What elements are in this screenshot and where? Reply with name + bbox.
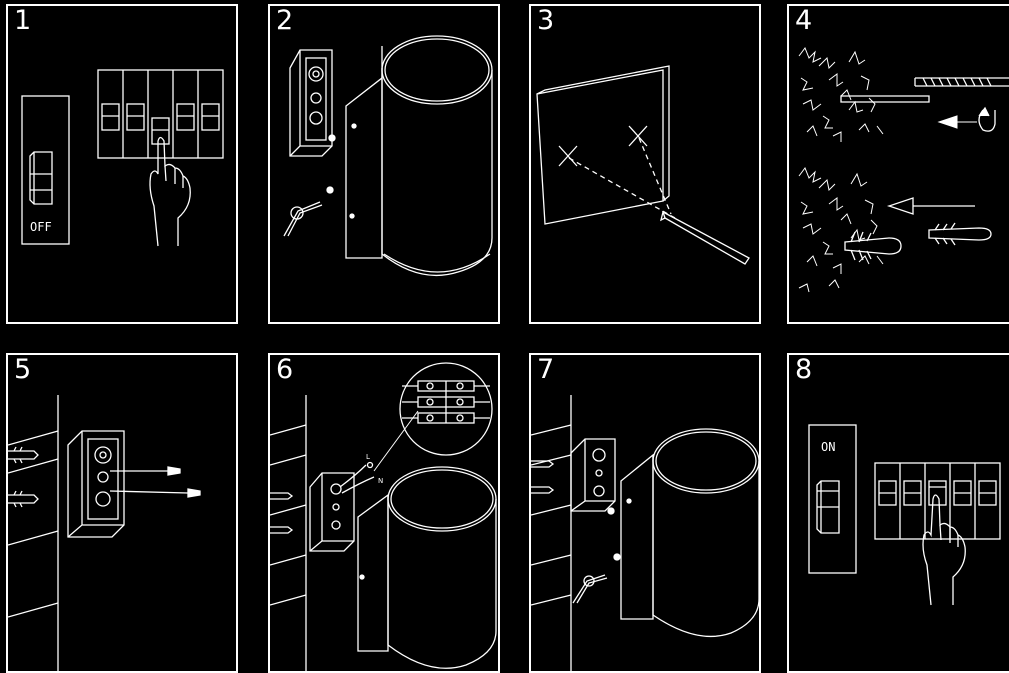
step-7-panel: 7 [529, 353, 761, 673]
hand-icon [923, 495, 965, 605]
wall-edge-icon [8, 395, 58, 671]
power-on-illustration: ON [789, 355, 1009, 671]
terminal-block-detail-icon [400, 363, 492, 455]
step-5-panel: 5 [6, 353, 238, 673]
neutral-wire-label: N [378, 477, 383, 485]
breaker-panel-icon [875, 463, 1000, 539]
wire-icon [340, 465, 374, 493]
mark-holes-illustration [531, 6, 759, 322]
mounting-bracket-icon [571, 439, 615, 511]
wall-plate-icon [537, 66, 669, 224]
arrow-left-icon [939, 116, 977, 128]
wall-anchor-icon [270, 493, 292, 533]
step-3-panel: 3 [529, 4, 761, 324]
step-4-panel: 4 [787, 4, 1009, 324]
step-8-panel: 8 ON [787, 353, 1009, 673]
wall-anchor-icon [845, 223, 991, 260]
main-switch-icon [30, 152, 52, 204]
screw-hole-icon [329, 135, 335, 141]
power-off-illustration: OFF [8, 6, 236, 322]
drill-and-anchor-illustration [789, 6, 1009, 322]
mounting-bracket-icon [310, 473, 354, 551]
lamp-parts-illustration [270, 6, 498, 322]
mounting-bracket-icon [290, 50, 332, 156]
step-2-panel: 2 [268, 4, 500, 324]
breaker-panel-icon [98, 70, 223, 158]
mount-bracket-illustration [8, 355, 236, 671]
wall-anchor-icon [531, 461, 553, 493]
off-label: OFF [30, 220, 52, 234]
drill-bit-icon [841, 78, 1009, 102]
rotate-arrow-icon [979, 108, 995, 131]
cylinder-lamp-icon [346, 36, 492, 275]
on-label: ON [821, 440, 835, 454]
screw-hole-icon [327, 187, 333, 193]
hex-key-icon [573, 575, 607, 603]
wall-anchor-icon [8, 447, 38, 507]
cylinder-lamp-icon [621, 429, 759, 636]
wall-edge-icon [531, 395, 571, 671]
live-wire-label: L [366, 453, 370, 461]
hex-key-icon [284, 202, 322, 236]
step-6-panel: 6 L N [268, 353, 500, 673]
step-1-panel: 1 OFF [6, 4, 238, 324]
mounting-bracket-icon [68, 431, 124, 537]
wiring-illustration: L N [270, 355, 498, 671]
arrow-left-icon [889, 198, 975, 214]
brick-wall-texture [799, 48, 883, 292]
main-switch-icon [817, 481, 839, 533]
attach-lamp-illustration [531, 355, 759, 671]
cylinder-lamp-icon [358, 467, 496, 668]
hand-icon [150, 138, 190, 247]
pencil-icon [661, 212, 749, 264]
